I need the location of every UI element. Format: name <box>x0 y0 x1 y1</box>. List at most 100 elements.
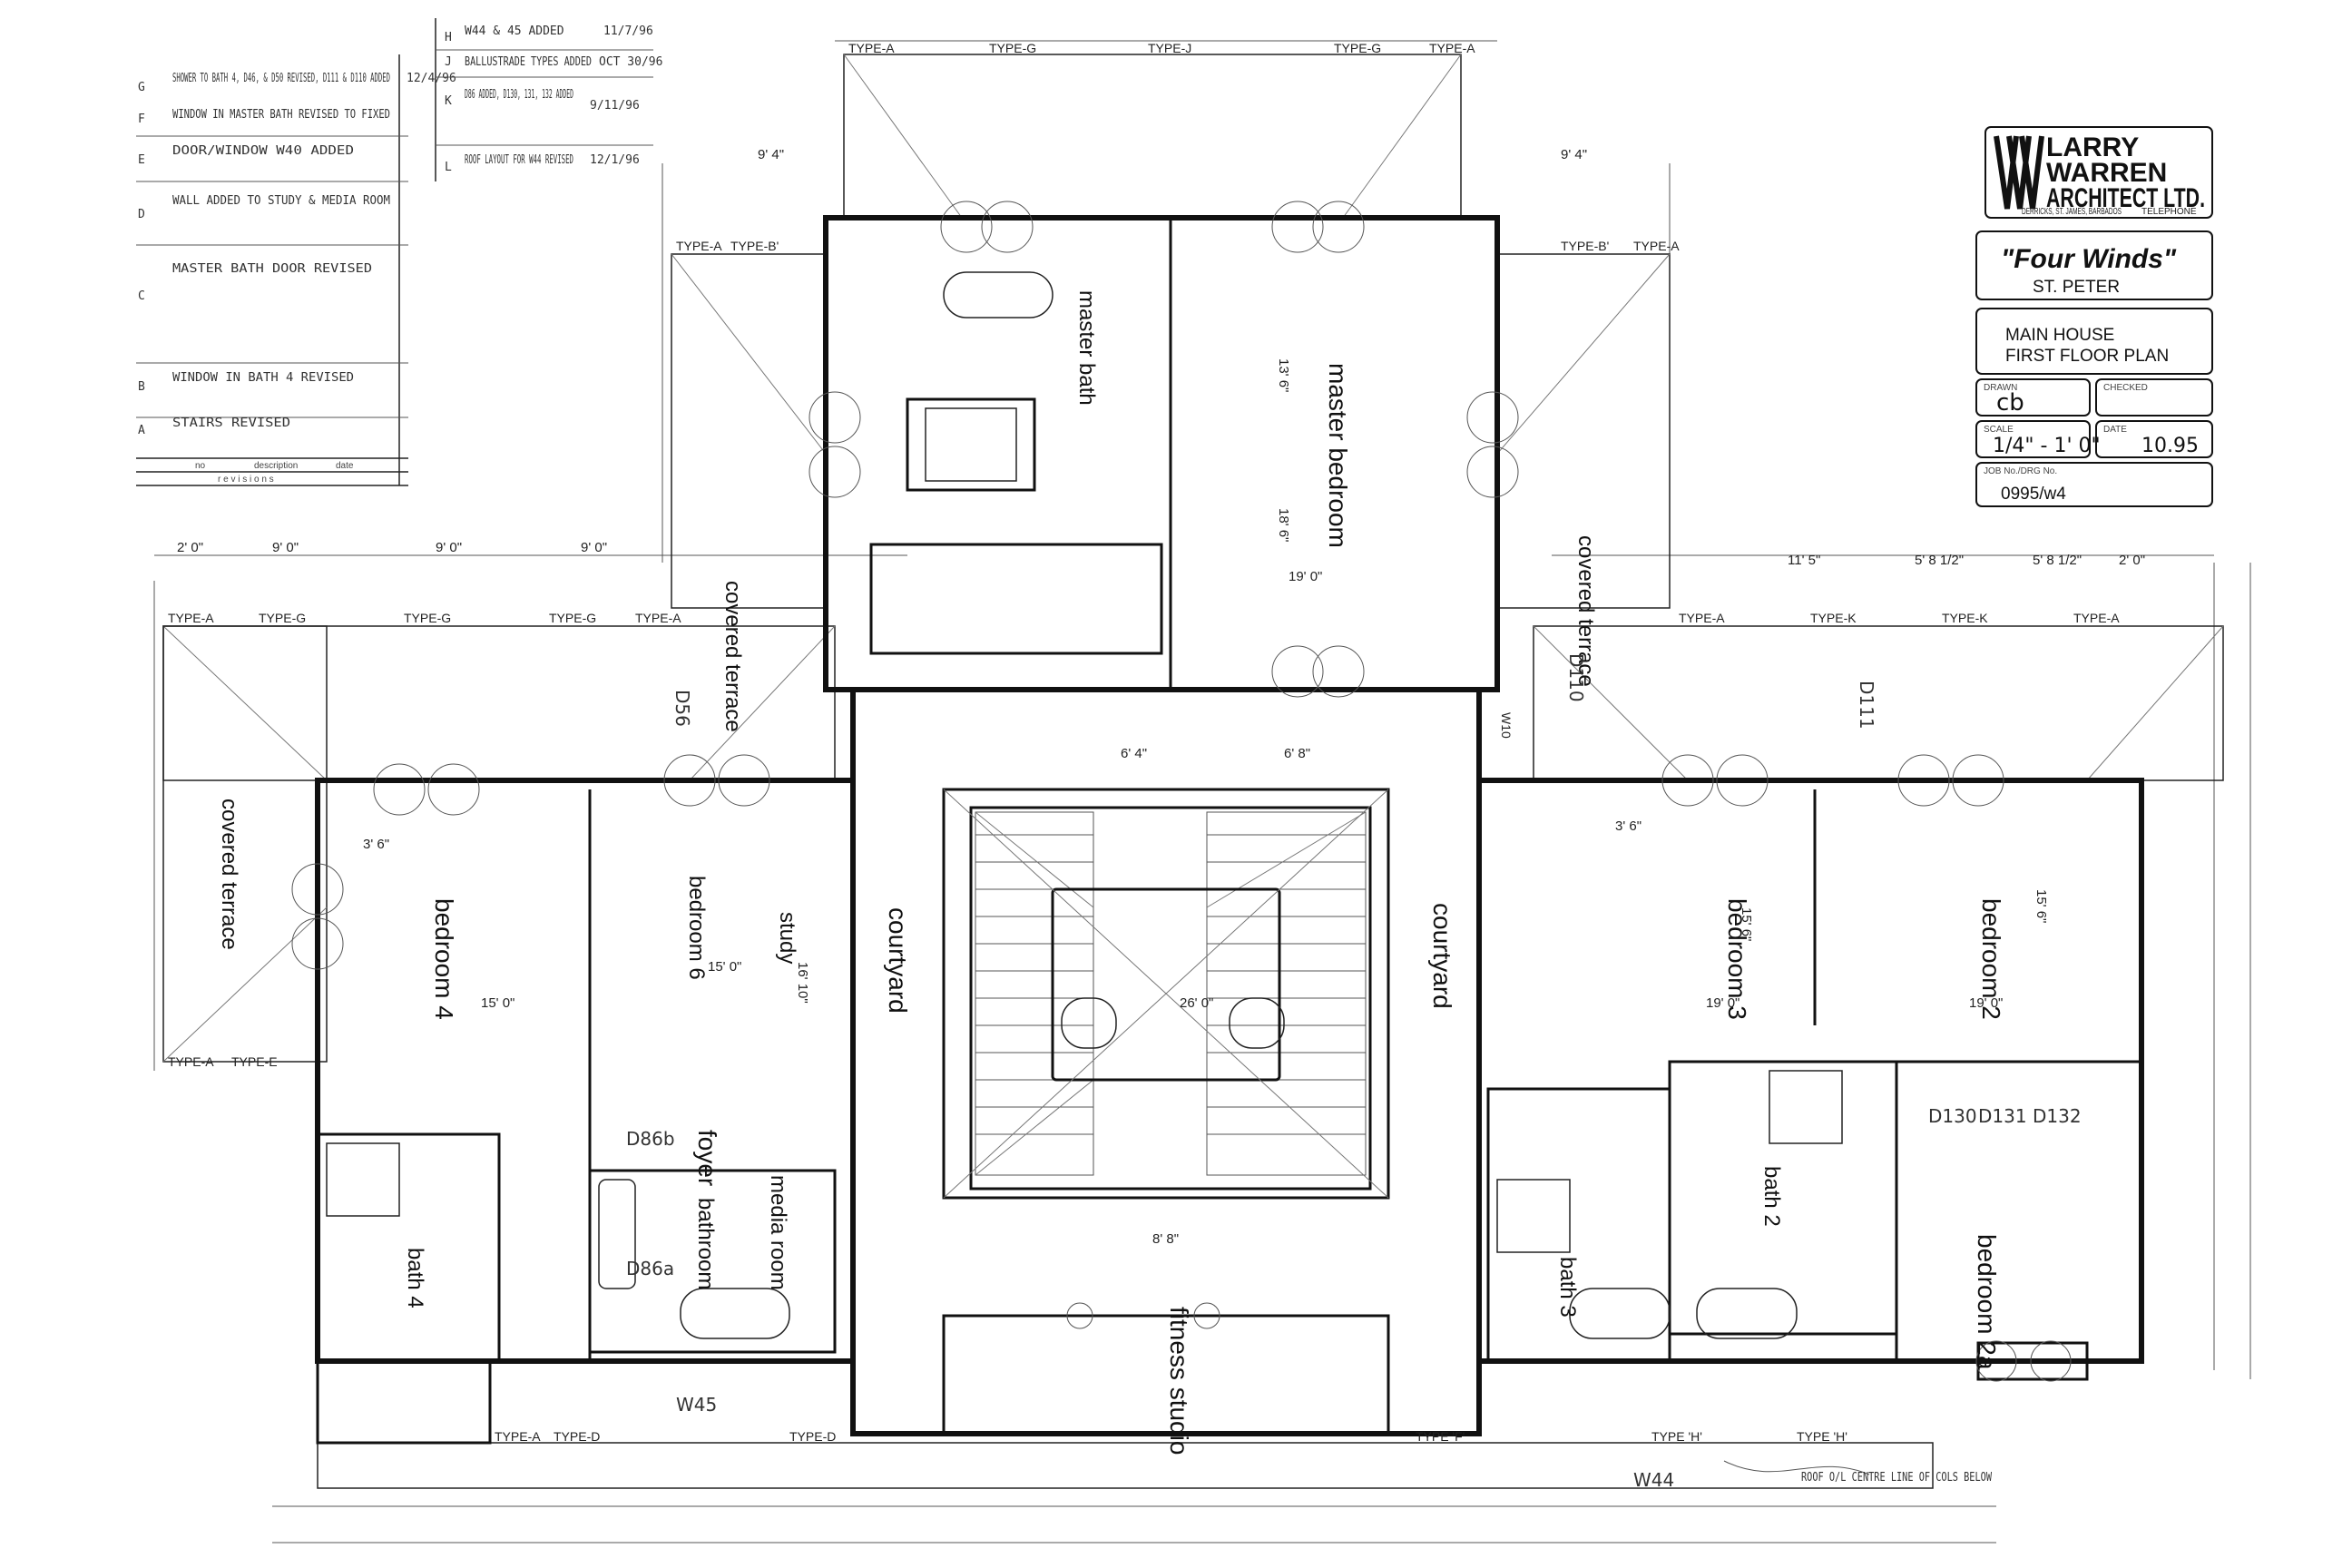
tag-type-e-left-bottom: TYPE-E <box>231 1054 278 1069</box>
firm-name-line1: LARRY <box>2046 132 2139 162</box>
dim-right-top-d: 2' 0" <box>2119 553 2145 568</box>
tag-type-g-top-a: TYPE-G <box>989 41 1036 55</box>
tag-type-h-bottom-b: TYPE 'H' <box>1797 1429 1847 1444</box>
tag-w45-bottom: W45 <box>676 1394 717 1416</box>
terrace-outlines <box>162 54 2224 1489</box>
tag-type-a-wing-far-right: TYPE-A <box>2073 611 2120 625</box>
revision-date-h: 11/7/96 <box>603 24 653 38</box>
foyer-vanity <box>598 1179 636 1289</box>
stair-left <box>975 811 1094 1176</box>
room-bedroom-2: bedroom 2 <box>1977 898 2005 1020</box>
revision-mark-h: H <box>445 31 452 44</box>
room-bedroom-4: bedroom 4 <box>430 898 458 1020</box>
revision-mark-c: C <box>138 289 145 303</box>
dim-left-top-c: 9' 0" <box>581 540 607 555</box>
dim-bedroom-3-length: 19' 0" <box>1706 995 1740 1011</box>
revision-mark-l: L <box>445 161 452 174</box>
firm-name-line2: WARREN <box>2046 158 2167 188</box>
revision-date-l: 12/1/96 <box>590 153 640 167</box>
dim-bedroom-3-door: 3' 6" <box>1615 818 1642 834</box>
master-shower <box>925 407 1017 482</box>
revision-date-g: 12/4/96 <box>407 72 456 85</box>
tag-d130: D130 <box>1928 1105 1977 1127</box>
dim-study-length: 16' 10" <box>795 962 810 1004</box>
dim-right-top-a: 11' 5" <box>1788 553 1820 568</box>
room-bedroom-3: bedroom 3 <box>1723 898 1751 1020</box>
element-tags: TYPE-A TYPE-G TYPE-J TYPE-G TYPE-A TYPE-… <box>168 41 2120 1491</box>
tag-type-a-top-right: TYPE-A <box>1429 41 1475 55</box>
tag-type-a-left: TYPE-A <box>676 239 722 253</box>
drawing-title-line1: MAIN HOUSE <box>2005 326 2114 345</box>
tag-type-a-bottom: TYPE-A <box>495 1429 541 1444</box>
stair-right <box>1206 811 1367 1176</box>
revision-date-k: 9/11/96 <box>590 99 640 113</box>
room-courtyard-left: courtyard <box>884 907 912 1014</box>
room-courtyard-right: courtyard <box>1428 903 1456 1009</box>
tag-type-d-bottom-a: TYPE-D <box>554 1429 600 1444</box>
revision-list-upper: H W44 & 45 ADDED 11/7/96 J BALLUSTRADE T… <box>435 18 662 181</box>
revision-text-b: WINDOW IN BATH 4 REVISED <box>172 371 354 385</box>
dim-court-bottom: 8' 8" <box>1152 1231 1179 1247</box>
master-bathtub <box>943 271 1054 318</box>
firm-logo <box>1994 135 2044 210</box>
room-fitness-studio: fitness studio <box>1165 1307 1193 1455</box>
drawn-by: cb <box>1996 389 2024 416</box>
project-name: "Four Winds" <box>2001 244 2177 274</box>
revision-text-a: STAIRS REVISED <box>172 416 290 430</box>
revision-text-j: BALLUSTRADE TYPES ADDED <box>465 55 592 69</box>
firm-name-line3: ARCHITECT LTD. <box>2046 183 2205 213</box>
dim-right-top-b: 5' 8 1/2" <box>1915 553 1964 568</box>
dim-left-top-a: 9' 0" <box>272 540 299 555</box>
room-labels: master bath master bedroom covered terra… <box>217 290 2005 1455</box>
dim-master-bedroom-depth: 18' 6" <box>1276 508 1291 542</box>
tag-d131: D131 <box>1978 1105 2027 1127</box>
room-study: study <box>775 912 799 964</box>
tag-d132: D132 <box>2033 1105 2082 1127</box>
note-roof-outline: ROOF O/L CENTRE LINE OF COLS BELOW <box>1801 1471 1992 1485</box>
revision-mark-b: B <box>138 380 145 394</box>
tag-type-b-right: TYPE-B' <box>1561 239 1609 253</box>
room-covered-terrace-far-left: covered terrace <box>217 799 241 950</box>
date-label: DATE <box>2103 425 2127 435</box>
tag-type-a-left-bottom: TYPE-A <box>168 1054 214 1069</box>
room-covered-terrace-right: covered terrace <box>1573 535 1598 687</box>
room-master-bedroom: master bedroom <box>1324 363 1352 548</box>
dim-master-bedroom-length: 19' 0" <box>1289 569 1322 584</box>
revision-text-d: WALL ADDED TO STUDY & MEDIA ROOM <box>172 194 390 208</box>
bathroom-bathtub <box>680 1288 790 1339</box>
revision-date-j: OCT 30/96 <box>599 55 662 69</box>
revision-header-date: date <box>336 461 354 471</box>
tag-type-a-wing-mid: TYPE-A <box>635 611 681 625</box>
dimension-lines <box>153 40 2251 1544</box>
dim-court-top-b: 6' 8" <box>1284 746 1310 761</box>
dim-bedroom-6-length: 15' 0" <box>708 959 741 975</box>
dim-bedroom-4-door: 3' 6" <box>363 837 389 852</box>
revision-list: G SHOWER TO BATH 4, D46, & D50 REVISED, … <box>136 54 456 486</box>
tag-d111: D111 <box>1856 681 1877 730</box>
tag-type-a-wing-right: TYPE-A <box>1679 611 1725 625</box>
room-master-bath: master bath <box>1074 290 1099 406</box>
dimension-labels: 19' 0" 13' 6" 18' 6" 15' 0" 26' 0" 19' 0… <box>177 147 2145 1247</box>
tag-type-g-wing-b: TYPE-G <box>404 611 451 625</box>
revision-mark-f: F <box>138 113 145 126</box>
dim-courtyard-length: 26' 0" <box>1180 995 1213 1011</box>
scale-value: 1/4" - 1' 0" <box>1993 435 2101 457</box>
tag-type-g-wing-c: TYPE-G <box>549 611 596 625</box>
tag-type-b-left: TYPE-B' <box>730 239 779 253</box>
dim-master-bedroom-width: 13' 6" <box>1276 358 1291 392</box>
checked-label: CHECKED <box>2103 383 2148 393</box>
room-covered-terrace-left: covered terrace <box>720 581 745 732</box>
tag-type-a-wing-left: TYPE-A <box>168 611 214 625</box>
tag-type-g-wing-a: TYPE-G <box>259 611 306 625</box>
tag-type-k-wing-a: TYPE-K <box>1810 611 1857 625</box>
date-value: 10.95 <box>2141 435 2199 457</box>
project-location: ST. PETER <box>2033 278 2120 297</box>
title-block: LARRY WARREN ARCHITECT LTD. DERRICKS, ST… <box>1975 126 2213 507</box>
tag-d56: D56 <box>671 690 693 727</box>
job-label: JOB No./DRG No. <box>1984 466 2057 476</box>
dim-right-top-c: 5' 8 1/2" <box>2033 553 2082 568</box>
revision-mark-j: J <box>445 55 452 69</box>
bath4-shower <box>326 1142 400 1217</box>
tag-type-h-bottom-a: TYPE 'H' <box>1651 1429 1702 1444</box>
